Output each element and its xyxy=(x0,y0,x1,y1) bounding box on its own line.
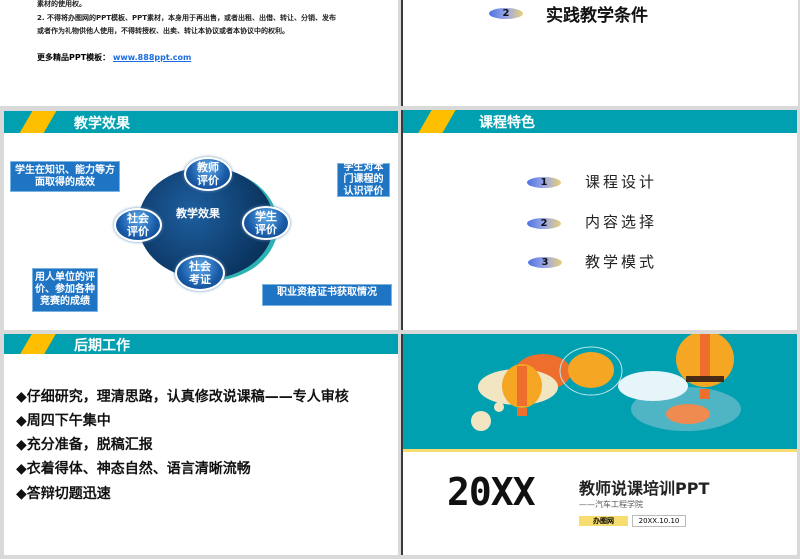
list-item: ◆答辩切题迅速 xyxy=(16,486,111,502)
more-label: 更多精品PPT模板： xyxy=(37,53,111,62)
section-title: 实践教学条件 xyxy=(546,6,648,26)
box-employer-evaluation: 用人单位的评价、参加各种竞赛的成绩 xyxy=(32,268,98,312)
number-badge: 3 xyxy=(528,257,562,268)
year-text: 20XX xyxy=(447,470,536,514)
box-student-outcome: 学生在知识、能力等方面取得的成效 xyxy=(10,161,120,192)
copyright-line: 2. 不得将办图网的PPT模板、PPT素材，本身用于再出售，或者出租、出借、转让… xyxy=(37,14,337,22)
list-item: ◆衣着得体、神态自然、语言清晰流畅 xyxy=(16,461,251,477)
feature-item: 课程设计 xyxy=(585,173,658,191)
slide-header: 后期工作 xyxy=(4,334,398,354)
number-badge: 1 xyxy=(527,177,561,188)
site-link[interactable]: www.888ppt.com xyxy=(112,53,192,62)
slide-title: 后期工作 xyxy=(74,338,130,354)
slide-course-features: 课程特色 1 课程设计 2 内容选择 3 教学模式 xyxy=(401,110,797,330)
center-label: 教学效果 xyxy=(176,207,220,220)
number-badge: 2 xyxy=(489,8,523,19)
list-item: ◆仔细研究，理清思路，认真修改说课稿——专人审核 xyxy=(16,389,349,405)
copyright-line: 素材的使用权。 xyxy=(37,0,86,8)
slide-teaching-effect: 教学效果 教学效果 教师评价 学生评价 社会考证 社会评价 学生在知识、能力等方… xyxy=(4,111,398,330)
copyright-line: 或者作为礼物供他人使用，不得转授权、出卖、转让本协议或者本协议中的权利。 xyxy=(37,27,289,35)
list-item: ◆充分准备，脱稿汇报 xyxy=(16,437,153,453)
box-certificate: 职业资格证书获取情况 xyxy=(262,284,392,306)
slide-title: 课程特色 xyxy=(479,115,535,131)
date-tag: 20XX.10.10 xyxy=(632,515,686,527)
slide-header: 课程特色 xyxy=(403,110,797,133)
feature-item: 内容选择 xyxy=(585,213,658,231)
cover-title: 教师说课培训PPT xyxy=(579,479,710,498)
slide-cover: 20XX 教师说课培训PPT ——汽车工程学院 办图网 20XX.10.10 xyxy=(401,334,797,555)
slide-later-work: 后期工作 ◆仔细研究，理清思路，认真修改说课稿——专人审核 ◆周四下午集中 ◆充… xyxy=(4,334,398,555)
circle-teacher-eval: 教师评价 xyxy=(184,157,232,191)
header-stripe xyxy=(20,334,56,354)
slide-header: 教学效果 xyxy=(4,111,398,133)
feature-item: 教学模式 xyxy=(585,253,658,271)
number-badge: 2 xyxy=(527,218,561,229)
balloon-large-icon xyxy=(676,334,734,399)
cover-subtitle: ——汽车工程学院 xyxy=(579,500,643,509)
more-templates: 更多精品PPT模板： www.888ppt.com xyxy=(37,52,191,63)
balloon-small-icon xyxy=(502,364,542,416)
circle-social-eval: 社会评价 xyxy=(114,208,162,242)
slide-practice: 2 实践教学条件 xyxy=(401,0,798,106)
list-item: ◆周四下午集中 xyxy=(16,413,111,429)
box-course-evaluation: 学生对本门课程的认识评价 xyxy=(337,162,390,197)
slide-copyright: 素材的使用权。 2. 不得将办图网的PPT模板、PPT素材，本身用于再出售，或者… xyxy=(0,0,398,106)
slide-title: 教学效果 xyxy=(74,116,130,132)
brand-tag: 办图网 xyxy=(579,516,628,526)
header-stripe xyxy=(418,110,456,133)
header-stripe xyxy=(19,111,57,133)
balloon-illustration xyxy=(403,334,797,452)
circle-social-cert: 社会考证 xyxy=(175,255,225,291)
circle-student-eval: 学生评价 xyxy=(242,206,290,240)
